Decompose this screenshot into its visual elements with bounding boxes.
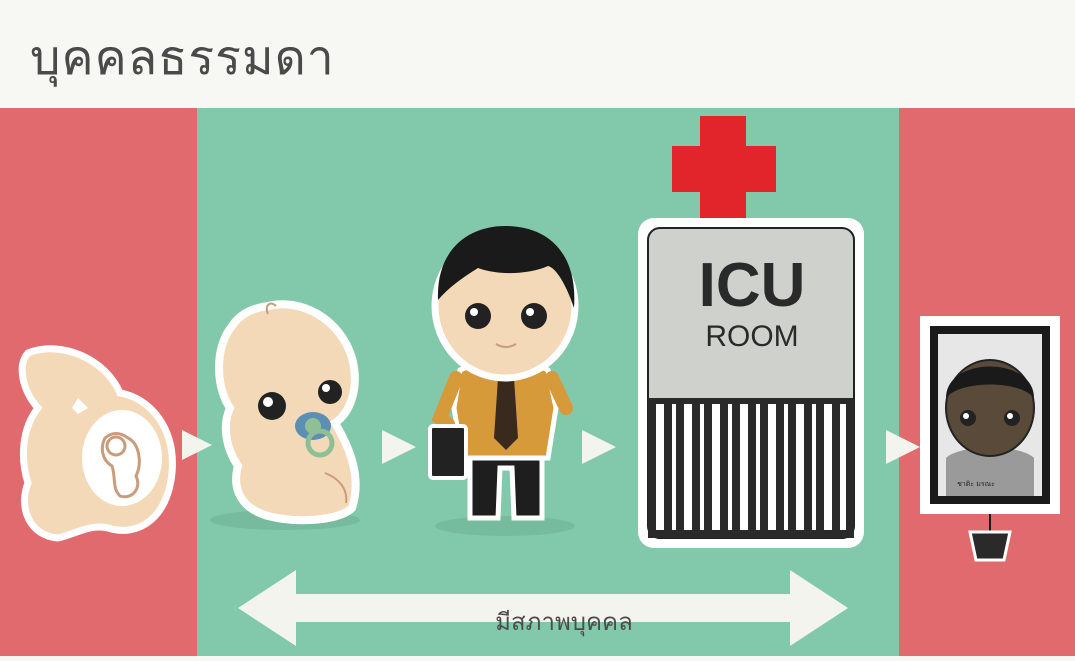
flow-arrow-1 [182,430,212,460]
page-title: บุคคลธรรมดา [30,30,335,86]
icu-sign-main: ICU [699,251,806,320]
life-span-label: มีสภาพบุคคล [495,608,633,636]
flow-arrow-3 [582,430,616,464]
life-stage-banner: ICU ROOM ชาติะ มรณะ มีสภาพบุคคล [0,108,1075,656]
portrait-caption: ชาติะ มรณะ [957,480,995,488]
flow-arrow-4 [886,430,920,464]
stage-illustrations: ICU ROOM ชาติะ มรณะ [18,116,1060,646]
flow-arrow-2 [382,430,416,464]
icu-room-icon: ICU ROOM [638,116,864,548]
life-span-arrow [238,570,848,646]
businessman-icon [428,226,579,536]
memorial-portrait-icon: ชาติะ มรณะ [920,316,1060,562]
pregnancy-icon [18,345,176,542]
icu-sign-sub: ROOM [705,320,798,353]
baby-icon [210,300,360,530]
